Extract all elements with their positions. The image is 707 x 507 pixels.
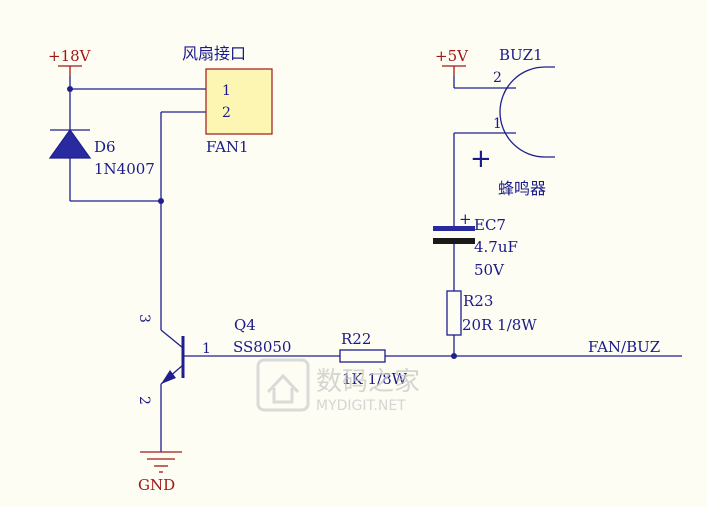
transistor-part: SS8050 xyxy=(233,338,291,356)
buzzer-buz1: 2 1 BUZ1 + 蜂鸣器 xyxy=(470,46,555,198)
capacitor-ref: EC7 xyxy=(474,216,506,234)
transistor-pin3: 3 xyxy=(136,314,152,323)
buzzer-pin1: 1 xyxy=(493,116,502,132)
r22-value: 1K 1/8W xyxy=(342,370,408,388)
ground-label: GND xyxy=(138,476,175,494)
capacitor-plus: + xyxy=(459,210,472,228)
watermark: 数码之家 MYDIGIT.NET xyxy=(256,358,420,414)
transistor-q4: 3 2 1 Q4 SS8050 xyxy=(136,314,291,405)
capacitor-ec7: + EC7 4.7uF 50V xyxy=(433,210,518,279)
buzzer-plus: + xyxy=(470,144,492,174)
ground-symbol: GND xyxy=(138,451,182,494)
power-18v-symbol: +18V xyxy=(48,47,92,76)
fan-title: 风扇接口 xyxy=(182,44,246,63)
power-5v-symbol: +5V xyxy=(435,47,469,76)
resistor-r23: R23 20R 1/8W xyxy=(446,290,537,336)
watermark-en: MYDIGIT.NET xyxy=(316,398,406,414)
capacitor-value: 4.7uF xyxy=(474,238,518,256)
fan-pin1-label: 1 xyxy=(222,83,231,99)
wires xyxy=(67,76,682,452)
watermark-cn: 数码之家 xyxy=(316,367,420,397)
buzzer-ref: BUZ1 xyxy=(499,46,543,64)
r23-value: 20R 1/8W xyxy=(462,316,537,334)
r23-ref: R23 xyxy=(463,292,493,310)
capacitor-voltage: 50V xyxy=(474,261,505,279)
diode-part: 1N4007 xyxy=(94,160,155,178)
r22-ref: R22 xyxy=(341,330,371,348)
net-fan-buz-label: FAN/BUZ xyxy=(588,338,660,356)
transistor-ref: Q4 xyxy=(234,316,256,334)
diode-ref: D6 xyxy=(94,138,116,156)
transistor-pin1: 1 xyxy=(202,341,211,357)
fan-ref: FAN1 xyxy=(206,138,249,156)
transistor-pin2: 2 xyxy=(136,396,152,405)
buzzer-name: 蜂鸣器 xyxy=(498,179,546,198)
resistor-r22: R22 1K 1/8W xyxy=(339,330,408,388)
power-18v-label: +18V xyxy=(48,47,92,65)
diode-d6: D6 1N4007 xyxy=(48,122,155,178)
fan-pin2-label: 2 xyxy=(222,105,231,121)
buzzer-pin2: 2 xyxy=(493,70,502,86)
junction-dot xyxy=(67,86,73,92)
fan-connector: 1 2 风扇接口 FAN1 xyxy=(182,44,273,156)
power-5v-label: +5V xyxy=(435,47,469,65)
